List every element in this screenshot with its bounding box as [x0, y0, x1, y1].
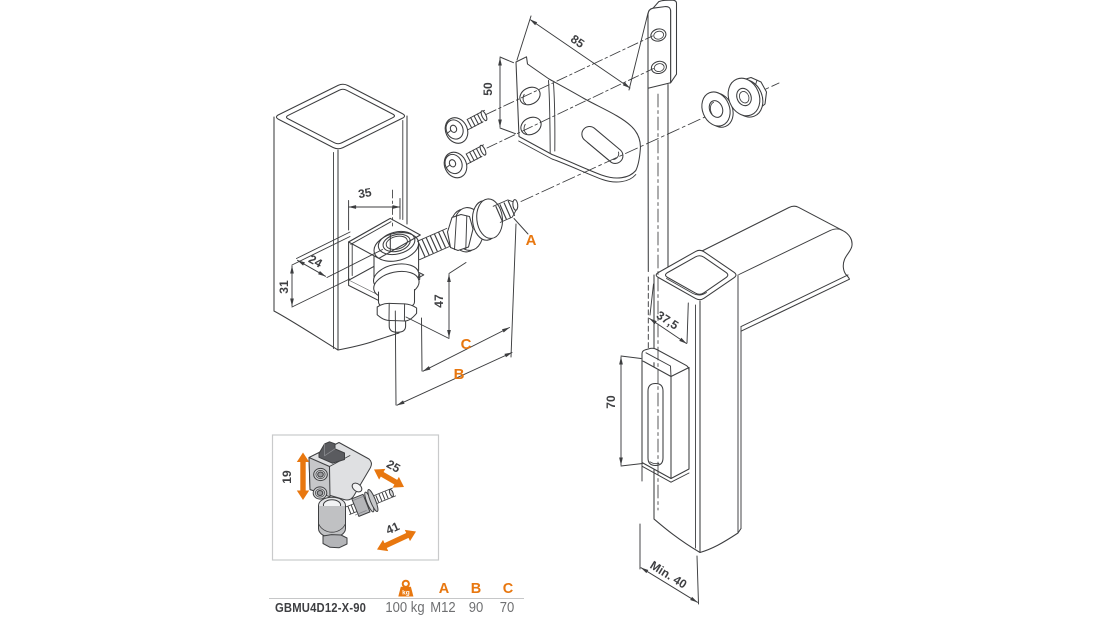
- weight-icon-kg: kg: [402, 590, 410, 597]
- dim-label-50: 50: [481, 82, 495, 96]
- dim-B: [394, 310, 513, 406]
- hinge-rod: [417, 198, 519, 261]
- inset-box: 19 25 41: [271, 434, 440, 561]
- inset-label-25: 25: [384, 457, 403, 476]
- dim-label-min-40: Min. 40: [647, 558, 689, 592]
- flange-nut: [727, 76, 768, 118]
- dim-label-C: C: [461, 336, 472, 353]
- screw-top: [444, 109, 488, 144]
- inset-label-41: 41: [384, 519, 402, 537]
- leader-A: [513, 218, 529, 235]
- screw-bottom: [443, 144, 487, 179]
- arrow-diagonal: [377, 529, 416, 552]
- dim-label-A: A: [526, 232, 537, 249]
- dim-label-B: B: [454, 366, 465, 383]
- inset-labels: 19 25 41: [280, 457, 403, 537]
- dim-label-35: 35: [357, 185, 373, 201]
- wall-plate: [515, 56, 641, 183]
- dim-24: [296, 231, 383, 278]
- slotted-plate: [641, 347, 690, 483]
- post-tube: [273, 83, 408, 351]
- dim-min-40: [639, 523, 699, 605]
- arrow-vertical: [296, 452, 310, 500]
- dim-31: [290, 236, 351, 308]
- arrow-axial: [374, 468, 404, 488]
- dim-50: [498, 56, 516, 135]
- dim-37-5: [649, 283, 689, 344]
- washer-and-nut: [701, 76, 768, 128]
- dim-label-31: 31: [277, 280, 291, 294]
- dimension-lines: [290, 12, 699, 605]
- dim-label-85: 85: [568, 32, 587, 51]
- dim-label-47: 47: [432, 294, 446, 308]
- mounting-screws: [443, 109, 488, 179]
- dim-35: [348, 198, 401, 231]
- weight-icon: kg: [398, 579, 414, 597]
- dim-label-24: 24: [306, 252, 325, 271]
- inset-arrows: [296, 452, 416, 552]
- hinge-cylinder: [348, 217, 421, 333]
- inset-product: [308, 441, 396, 549]
- dim-85: [516, 12, 649, 91]
- dim-70: [619, 355, 643, 467]
- inset-label-19: 19: [280, 470, 294, 484]
- dim-label-70: 70: [604, 395, 618, 409]
- flat-bar: [647, 83, 669, 273]
- washer: [701, 91, 734, 128]
